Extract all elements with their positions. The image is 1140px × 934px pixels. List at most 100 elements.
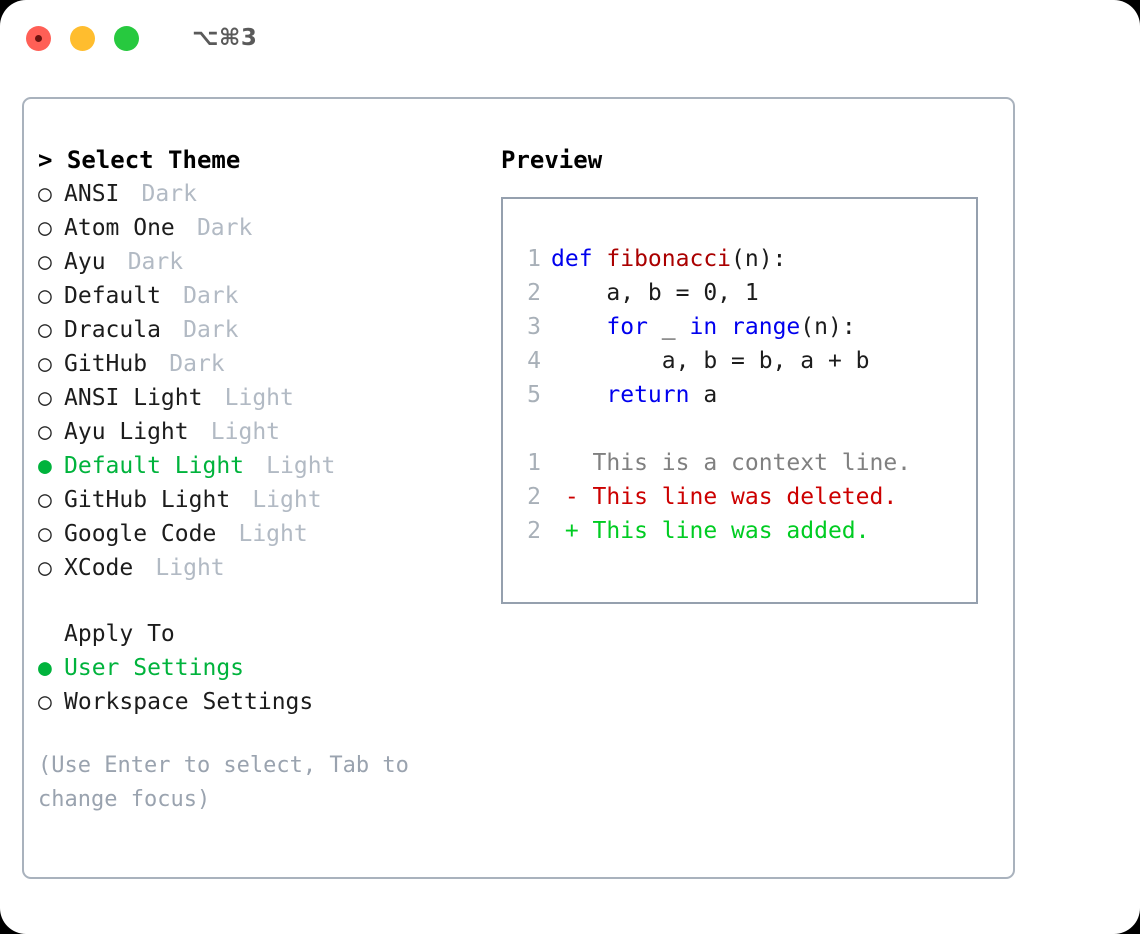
code-line: 4 a, b = b, a + b [503,344,976,378]
theme-name-label: ANSI [64,181,120,207]
select-theme-header: > Select Theme [38,146,241,174]
theme-name-label: Default [64,283,161,309]
theme-name-label: GitHub Light [64,487,231,513]
minimize-button-icon[interactable] [70,25,95,51]
code-token: a [689,382,718,408]
code-token: (n): [731,246,787,272]
theme-list[interactable]: ○ANSI Dark○Atom One Dark○Ayu Dark○Defaul… [38,177,493,585]
diff-line: 1 This is a context line. [503,446,976,480]
line-number: 2 [527,484,541,510]
theme-name-label: Google Code [64,521,217,547]
theme-name-label: Default Light [64,453,245,479]
diff-sample: 1 This is a context line.2 - This line w… [503,446,976,548]
radio-unselected-icon: ○ [38,487,52,513]
diff-line: 2 - This line was deleted. [503,480,976,514]
line-number: 4 [527,348,541,374]
theme-list-item[interactable]: ○ GitHub Light Light [38,483,493,517]
title-bar: ⌥⌘3 [0,0,1140,76]
code-token [551,382,606,408]
diff-line: 2 + This line was added. [503,514,976,548]
traffic-lights [26,25,139,51]
code-line: 3 for _ in range(n): [503,310,976,344]
code-line: 1 def fibonacci(n): [503,242,976,276]
code-token: def [551,246,607,272]
theme-name-label: XCode [64,555,134,581]
marker-spacer: ○ [38,617,64,651]
code-token: a, b = b, a + b [551,348,870,374]
code-token: a, b = 0, 1 [551,280,759,306]
code-line: 2 a, b = 0, 1 [503,276,976,310]
radio-unselected-icon: ○ [38,215,52,241]
theme-list-item[interactable]: ● Default Light Light [38,449,493,483]
line-number: 3 [527,314,541,340]
close-button-icon[interactable] [26,25,51,51]
theme-category-tag: Dark [141,181,197,207]
theme-list-item[interactable]: ○Ayu Dark [38,245,493,279]
radio-unselected-icon: ○ [38,689,52,715]
keyboard-shortcut-label: ⌥⌘3 [192,25,258,51]
theme-name-label: GitHub [64,351,148,377]
theme-list-item[interactable]: ○ XCode Light [38,551,493,585]
line-number: 5 [527,382,541,408]
theme-name-label: Dracula [64,317,161,343]
code-token: range [731,314,801,340]
radio-unselected-icon: ○ [38,555,52,581]
code-token: (n): [800,314,856,340]
theme-category-tag: Dark [196,215,253,241]
theme-list-item[interactable]: ○ Ayu Light Light [38,415,493,449]
apply-to-header: ○Apply To [38,617,493,651]
theme-category-tag: Light [155,555,225,581]
line-number: 2 [527,280,541,306]
radio-unselected-icon: ○ [38,283,52,309]
theme-list-item[interactable]: ○Default Dark [38,279,493,313]
radio-selected-icon: ● [38,453,52,479]
theme-list-item[interactable]: ○ Dracula Dark [38,313,493,347]
radio-unselected-icon: ○ [38,419,52,445]
theme-category-tag: Light [252,487,322,513]
apply-to-label: User Settings [64,655,245,681]
theme-category-tag: Light [224,385,294,411]
preview-title: Preview [501,146,603,174]
apply-to-section: ○Apply To ●User Settings○Workspace Setti… [38,617,493,719]
radio-unselected-icon: ○ [38,249,52,275]
radio-unselected-icon: ○ [38,521,52,547]
theme-name-label: Ayu Light [64,419,189,445]
theme-list-item[interactable]: ○Atom One Dark [38,211,493,245]
radio-selected-icon: ● [38,655,52,681]
code-token: for [606,314,648,340]
theme-category-tag: Dark [169,351,225,377]
line-number: 1 [527,246,541,272]
main-panel: > Select Theme ○ANSI Dark○Atom One Dark○… [22,97,1015,879]
line-number: 2 [527,518,541,544]
radio-unselected-icon: ○ [38,385,52,411]
theme-list-item[interactable]: ○Google Code Light [38,517,493,551]
theme-list-item[interactable]: ○ ANSI Dark [38,177,493,211]
apply-to-list[interactable]: ● User Settings ○ Workspace Settings [38,651,493,719]
diff-text: This is a context line. [551,450,912,476]
theme-category-tag: Light [210,419,281,445]
radio-unselected-icon: ○ [38,317,52,343]
apply-to-label: Workspace Settings [64,689,314,715]
line-number: 1 [527,450,541,476]
code-token: return [606,382,690,408]
code-token [551,314,606,340]
code-token: in [689,314,732,340]
apply-to-item[interactable]: ○ Workspace Settings [38,685,493,719]
theme-category-tag: Light [266,453,336,479]
maximize-button-icon[interactable] [114,25,139,51]
theme-name-label: Ayu [64,249,106,275]
theme-list-item[interactable]: ○ GitHub Dark [38,347,493,381]
theme-category-tag: Dark [183,317,239,343]
theme-list-item[interactable]: ○ ANSI Light Light [38,381,493,415]
code-token: fibonacci [606,246,732,272]
code-token: _ [647,314,690,340]
theme-name-label: ANSI Light [64,385,203,411]
theme-selection-column: > Select Theme ○ANSI Dark○Atom One Dark○… [38,143,493,817]
apply-to-item[interactable]: ● User Settings [38,651,493,685]
radio-unselected-icon: ○ [38,351,52,377]
keyboard-hint-text: (Use Enter to select, Tab to change focu… [38,753,409,812]
radio-unselected-icon: ○ [38,181,52,207]
